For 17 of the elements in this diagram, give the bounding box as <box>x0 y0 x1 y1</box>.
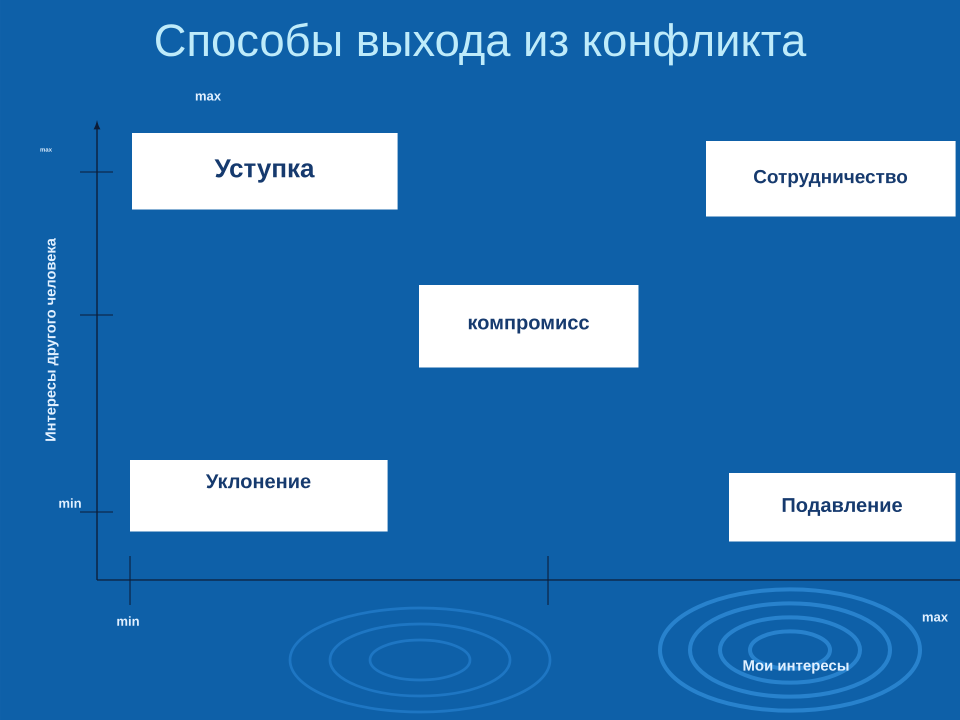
box-label: Уступка <box>214 159 315 183</box>
tick-label: max <box>922 614 948 622</box>
text-box <box>132 132 398 210</box>
text-box <box>130 460 388 532</box>
tick-label: min <box>59 498 81 508</box>
axis-label: Мои интересы <box>744 660 848 674</box>
axis-label: Интересы другого человека <box>45 238 59 441</box>
text-box <box>729 472 956 542</box>
box-label: компромисс <box>468 318 589 334</box>
box-label: Сотрудничество <box>754 170 908 188</box>
tick-label: max <box>196 93 221 101</box>
box-label: Подавление <box>782 498 902 516</box>
text-box <box>706 140 956 216</box>
title: Способы выхода из конфликта <box>156 22 806 66</box>
box-label: Уклонение <box>206 474 310 488</box>
text-box <box>419 284 638 368</box>
tick-label: min <box>117 616 139 626</box>
